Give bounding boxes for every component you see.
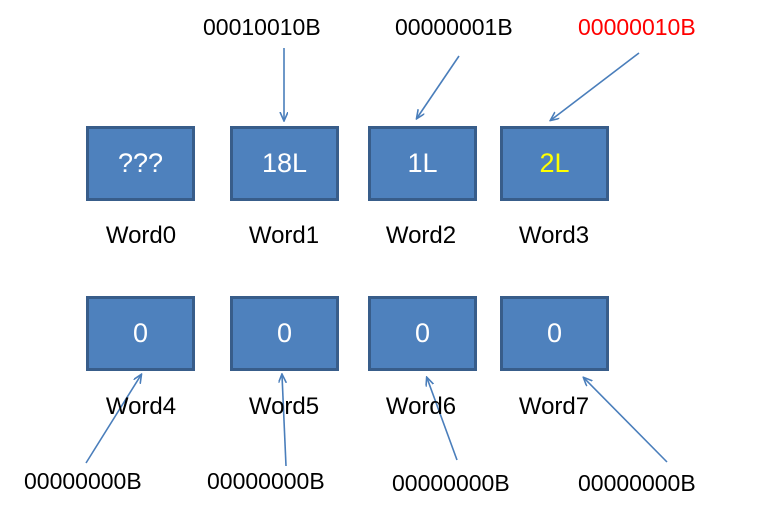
bottom-binary-label-word5: 00000000B (207, 468, 325, 494)
bottom-binary-label-word6: 00000000B (392, 470, 510, 496)
word-value-word2: 1L (407, 148, 438, 178)
word-box-word1[interactable]: 18L (230, 126, 339, 201)
word-name-word0: Word0 (105, 222, 177, 249)
word-box-word7[interactable]: 0 (500, 296, 609, 371)
word-name-word5: Word5 (248, 393, 320, 420)
word-value-word3: 2L (539, 148, 570, 178)
word-name-word1: Word1 (248, 222, 320, 249)
word-name-word4: Word4 (105, 393, 177, 420)
top-binary-label-word1: 00010010B (203, 14, 321, 40)
word-name-word7: Word7 (518, 393, 590, 420)
arrow-to-word3 (551, 52, 640, 120)
top-binary-label-word3: 00000010B (578, 14, 696, 40)
word-value-word7: 0 (546, 318, 563, 348)
bottom-binary-label-word7: 00000000B (578, 470, 696, 496)
word-box-word2[interactable]: 1L (368, 126, 477, 201)
word-value-word1: 18L (261, 148, 308, 178)
arrow-to-word2 (417, 55, 460, 118)
word-box-word4[interactable]: 0 (86, 296, 195, 371)
word-value-word0: ??? (117, 148, 164, 178)
word-name-word3: Word3 (518, 222, 590, 249)
word-box-word3[interactable]: 2L (500, 126, 609, 201)
top-binary-label-word2: 00000001B (395, 14, 513, 40)
word-value-word4: 0 (132, 318, 149, 348)
word-value-word6: 0 (414, 318, 431, 348)
word-name-word6: Word6 (385, 393, 457, 420)
word-box-word0[interactable]: ??? (86, 126, 195, 201)
bottom-binary-label-word4: 00000000B (24, 468, 142, 494)
word-name-word2: Word2 (385, 222, 457, 249)
word-box-word5[interactable]: 0 (230, 296, 339, 371)
word-value-word5: 0 (276, 318, 293, 348)
word-box-word6[interactable]: 0 (368, 296, 477, 371)
